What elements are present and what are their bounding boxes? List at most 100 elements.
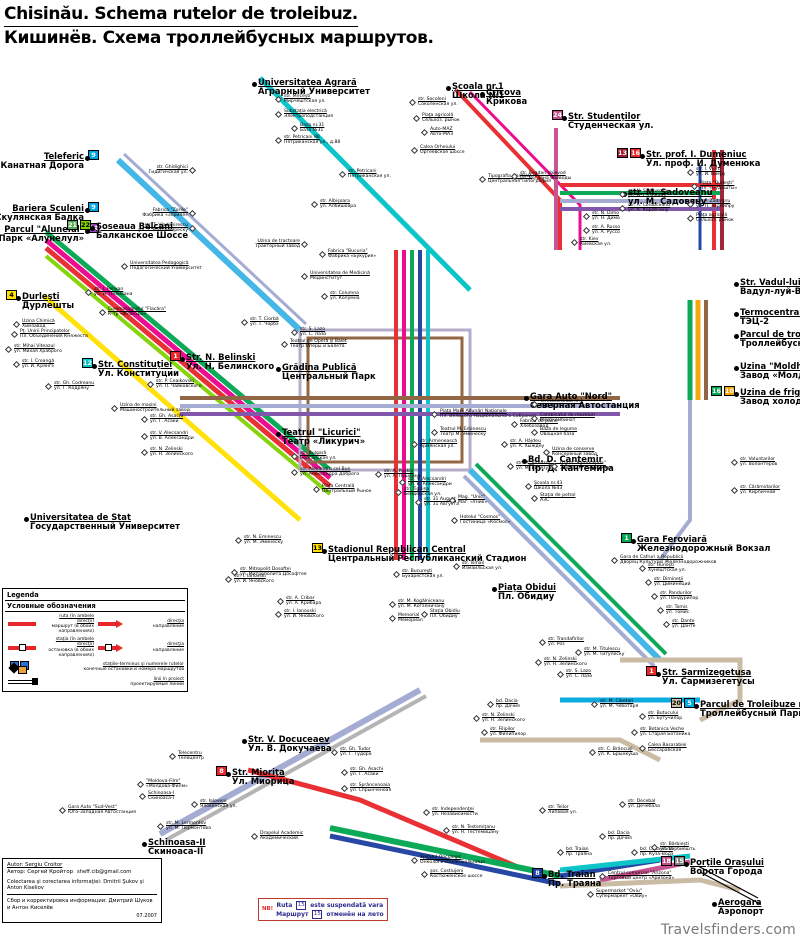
terminal-label-ru: Вадул-луй-Водская ул.: [740, 286, 800, 297]
route-badge-13[interactable]: 13: [617, 148, 628, 158]
terminal-label-ro: Teleferic: [43, 151, 84, 161]
route-badge-16[interactable]: 16: [711, 386, 722, 396]
route-badge-1[interactable]: 1: [170, 351, 181, 361]
terminal-label-ru: Ворота Города: [690, 866, 763, 877]
route-badge-18[interactable]: 18: [661, 856, 672, 866]
station-label-ro: Auto-MAZ: [430, 127, 453, 132]
route-badge-8[interactable]: 8: [532, 868, 543, 878]
station-label-ru: Консервный завод: [552, 451, 598, 457]
terminal-label-ru: Скиноаса-II: [148, 846, 204, 857]
legend-symbol-terminus: [6, 660, 40, 674]
route-badge-24[interactable]: 24: [552, 110, 563, 120]
legend-symbol-stop: [6, 642, 40, 654]
collect-label-ro: Colectarea şi corectarea informaţiei:: [7, 878, 102, 885]
route-badge-10[interactable]: 10: [724, 386, 735, 396]
terminal-t-teatrul-licurici: Teatrul "Licurici"Театр «Ликурич»: [282, 427, 365, 446]
terminal-label-ro: Str. Sarmizegetusa: [662, 667, 752, 677]
station-label-ru: ул. Н. Садовяну: [628, 193, 667, 199]
station-label-ru: пр. Дачия: [608, 835, 632, 841]
terminal-label-ru: Железнодорожный Вокзал: [637, 543, 771, 554]
terminal-label-ru: Крикова: [486, 96, 528, 107]
station-label-ro: str. Tighina: [404, 487, 430, 492]
terminal-marker: [446, 86, 451, 91]
route-badge-12[interactable]: 12: [82, 358, 93, 368]
station-label-ro: Fabrica "Bucuria": [328, 249, 368, 254]
station-label-ru: ул. Г. Асаки: [150, 418, 179, 424]
terminal-marker: [734, 334, 739, 339]
route-badge-15[interactable]: 15: [674, 856, 685, 866]
terminal-label-ru: Ул. проф. И. Думенюка: [646, 158, 761, 169]
route-badge-8[interactable]: 8: [216, 766, 227, 776]
legend-text-ru: проектируемые линии: [130, 681, 184, 687]
station-label-ro: str. Alexandru cel Bun: [300, 467, 351, 472]
terminal-label-ru: Балканское Шоссе: [96, 230, 188, 241]
terminal-marker: [24, 517, 29, 522]
route-badge-1[interactable]: 1: [621, 533, 632, 543]
route-badge-1[interactable]: 1: [646, 666, 657, 676]
station-label-ru: ул. А. Крибара: [286, 600, 322, 606]
station-label-ro: Calea Orheiului: [420, 145, 456, 150]
author-name-ro: Autor: Sergiu Croitor: [7, 862, 63, 868]
collect-label-ru: Сбор и корректировка информации:: [7, 898, 107, 904]
route-badge-9[interactable]: 9: [88, 202, 99, 212]
station-label-ro: Supermarket "Oviu": [596, 889, 642, 894]
station-label-ru: К-тр «Флакэра»: [108, 311, 147, 317]
station-label-ro: str. Ismail: [462, 561, 485, 566]
station-label-ro: str. N. Zelinski: [482, 713, 515, 718]
station-label-ro: str. A. Cribar: [286, 596, 315, 601]
route-badge-22[interactable]: 22: [80, 220, 91, 230]
terminal-label-ru: Ул. Сармизегетусы: [662, 676, 755, 687]
route-badge-9[interactable]: 9: [88, 150, 99, 160]
station-label-ro: str. Independenţei: [432, 807, 474, 812]
terminal-label-ro: Durleşti: [22, 291, 60, 301]
terminal-label-ro: Cricova: [486, 87, 521, 97]
station-label-ro: str. M. Kogălniceanu: [398, 599, 445, 604]
terminal-label-ro: Gara Auto "Nord": [530, 391, 612, 401]
station-label-ro: str. Pandurilor: [660, 591, 692, 596]
route-badge-13[interactable]: 13: [312, 543, 323, 553]
terminal-label-ru: Пр. Траяна: [548, 878, 602, 889]
station-label-ru: ул. Г. Кодряну: [54, 385, 89, 391]
station-label-ro: Mag. "Unic": [458, 495, 485, 500]
terminal-label-ro: Str. V. Docuceaev: [248, 734, 330, 744]
station-label-ro: str. T. Vladimirescu: [144, 223, 188, 228]
route-badge-20[interactable]: 20: [671, 698, 682, 708]
route-badge-21[interactable]: 21: [67, 220, 78, 230]
summer-note-ru-a: Маршрут: [276, 910, 309, 918]
route-badge-16[interactable]: 16: [630, 148, 641, 158]
terminal-marker: [631, 539, 636, 544]
legend-title-ro: Legenda: [5, 590, 185, 601]
station-label-ro: Schinoasa-I: [148, 791, 175, 796]
terminal-marker: [734, 282, 739, 287]
station-label-ru: ул. К. Брынкуша: [598, 751, 638, 757]
station-label-ro: str. Gh. Codreanu: [54, 381, 95, 386]
author-email[interactable]: sheff.cib@gmail.com: [77, 868, 132, 875]
station-label-ru: Юго-Западная Автостанция: [68, 809, 136, 815]
terminal-marker: [694, 704, 699, 709]
station-label-ro: str. Filipilor: [490, 727, 515, 732]
route-badge-5[interactable]: 5: [684, 698, 695, 708]
station-label-ru: ул. Независимости: [432, 811, 478, 817]
station-label-ro: str. Dante: [672, 619, 695, 624]
route-badge-4[interactable]: 4: [6, 290, 17, 300]
station-label-ru: ул. М. Чеботаря: [600, 703, 639, 709]
